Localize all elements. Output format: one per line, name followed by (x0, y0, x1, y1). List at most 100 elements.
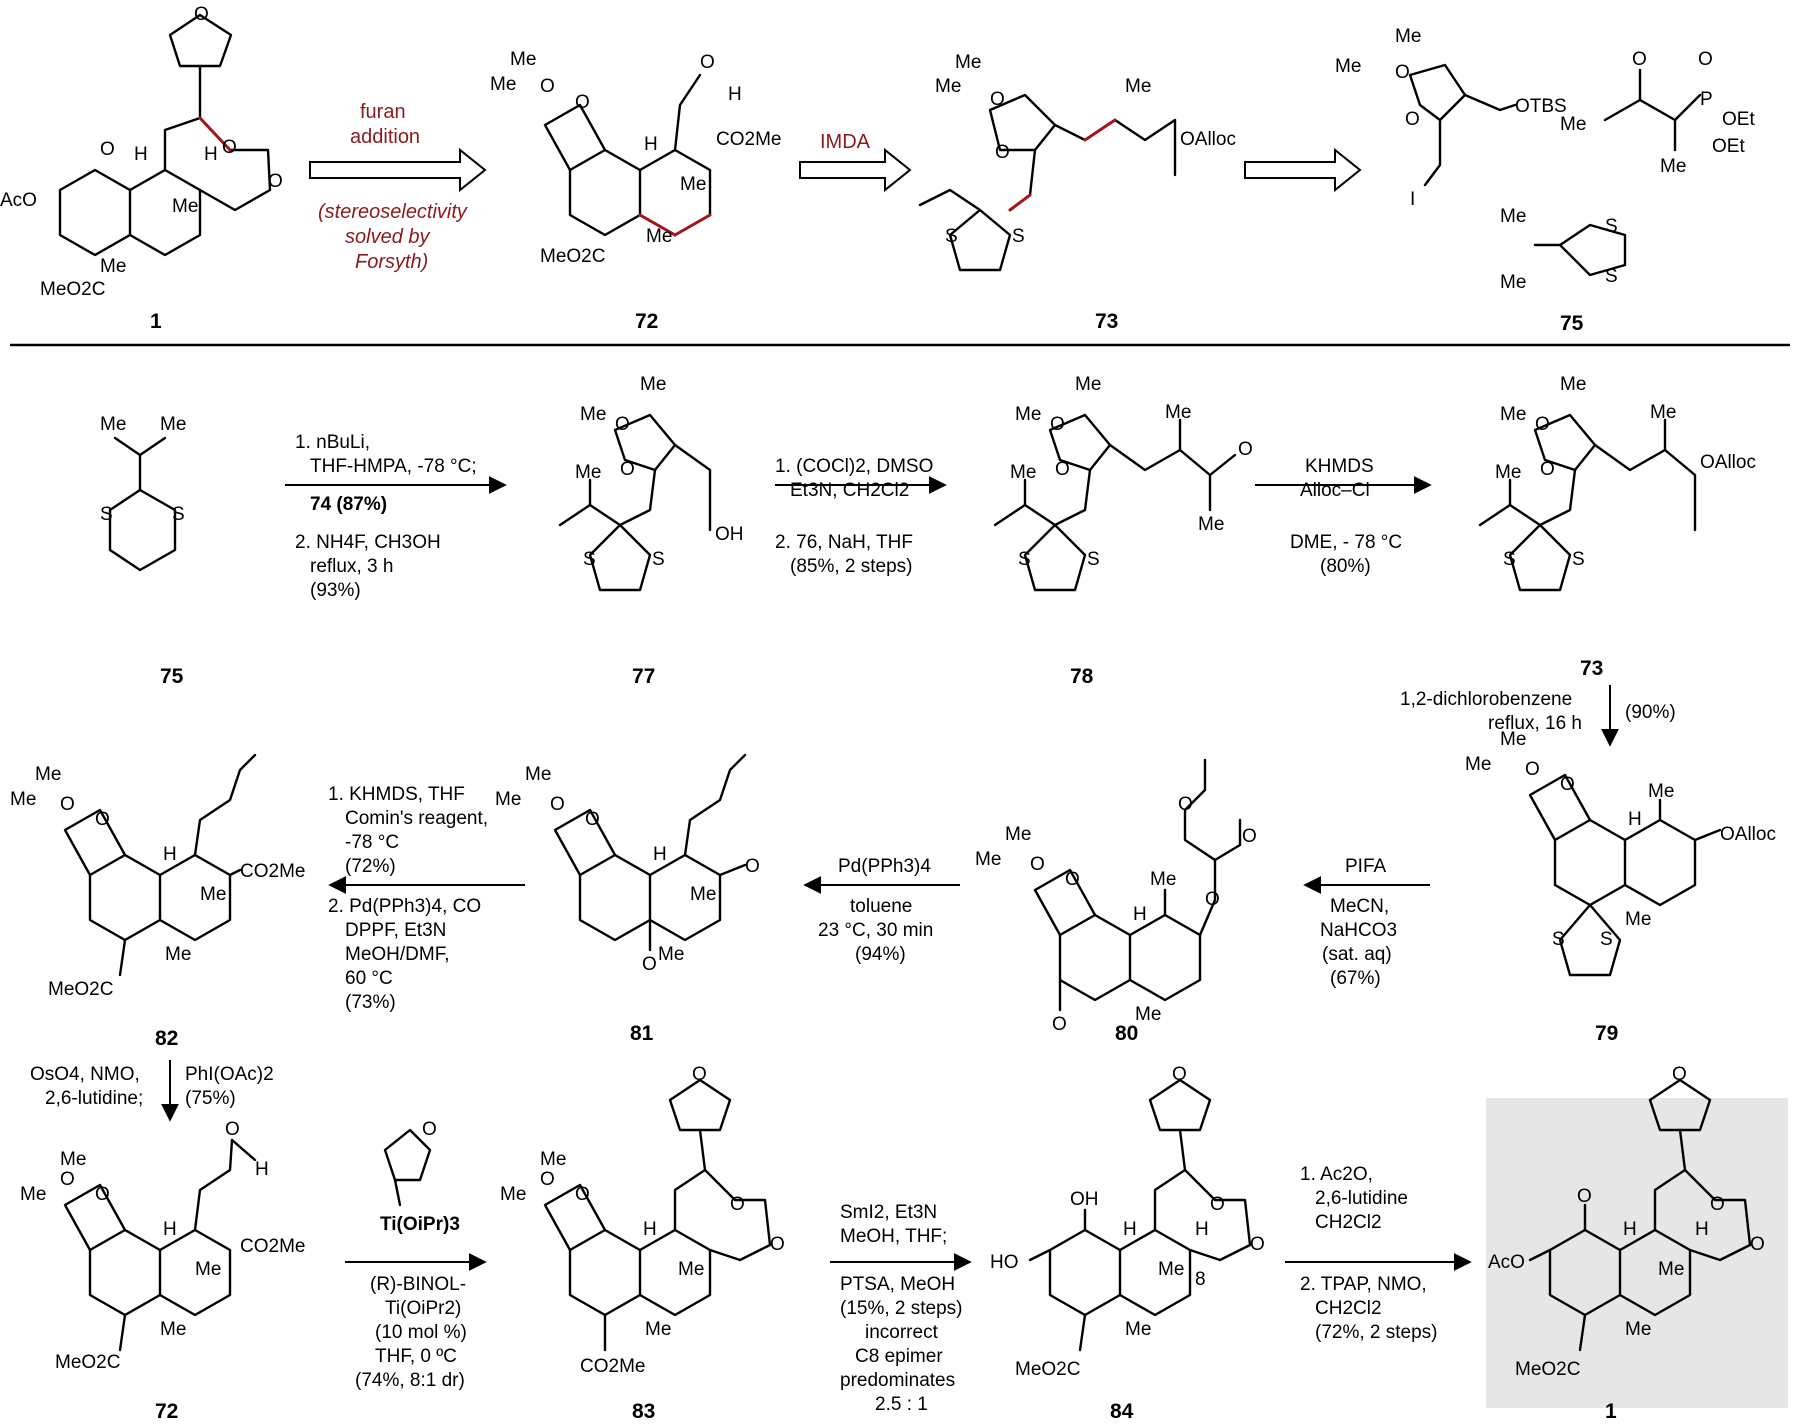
atom-label: O (995, 142, 1010, 163)
atom-label: CO2Me (716, 129, 781, 150)
condition-line: (72%) (345, 856, 396, 877)
condition-line: CH2Cl2 (1315, 1212, 1382, 1233)
atom-label: H (255, 1159, 269, 1180)
condition-line: THF, 0 ºC (375, 1346, 457, 1367)
compound-76: O Me Me P O OEt OEt (1560, 49, 1755, 177)
atom-label: H (1628, 809, 1642, 830)
atom-label: Me (100, 256, 126, 277)
atom-label: O (1632, 49, 1647, 70)
compound-73-retro: S S O O Me Me Me OAlloc 73 (918, 52, 1236, 333)
retro-note: Forsyth) (355, 251, 428, 273)
condition-line: MeOH, THF; (840, 1226, 947, 1247)
atom-label: O (585, 809, 600, 830)
condition-line: (72%, 2 steps) (1315, 1322, 1438, 1343)
atom-label: Me (500, 1184, 526, 1205)
atom-label: Me (935, 76, 961, 97)
compound-84: O OH HO O O H H Me 8 Me MeO2C 84 (990, 1064, 1265, 1423)
atom-label: MeO2C (1015, 1359, 1080, 1380)
condition-line: 23 °C, 30 min (818, 920, 933, 941)
compound-72-retro: O H O O Me Me H Me Me CO2Me MeO2C 72 (490, 49, 781, 333)
atom-label: CO2Me (240, 861, 305, 882)
compound-label: 83 (632, 1400, 655, 1423)
atom-label: O (1210, 1194, 1225, 1215)
atom-label: O (268, 171, 283, 192)
condition-line: MeCN, (1330, 896, 1389, 917)
atom-label: O (1577, 1186, 1592, 1207)
compound-label: 73 (1095, 310, 1118, 333)
compound-label: 75 (1560, 312, 1584, 335)
atom-label: O (1405, 109, 1420, 130)
atom-label: O (1395, 62, 1410, 83)
condition-line: incorrect (865, 1322, 939, 1343)
atom-label: O (422, 1119, 437, 1140)
atom-label: O (1238, 439, 1253, 460)
condition-line: PIFA (1345, 856, 1387, 877)
atom-label: Me (1005, 824, 1031, 845)
conditions-75-77: 1. nBuLi, THF-HMPA, -78 °C; . 74 (87%) 2… (295, 432, 477, 601)
atom-label: Me (1010, 462, 1036, 483)
atom-label: O (60, 1169, 75, 1190)
condition-line: (93%) (310, 580, 361, 601)
atom-label: H (134, 144, 148, 165)
atom-label: Me (495, 789, 521, 810)
atom-label: H (1695, 1219, 1709, 1240)
atom-label: Me (1560, 374, 1586, 395)
atom-label: O (194, 4, 209, 25)
atom-label: Me (645, 1319, 671, 1340)
atom-label: O (575, 1184, 590, 1205)
condition-line: 2.5 : 1 (875, 1394, 928, 1415)
compound-label: 72 (155, 1400, 178, 1423)
atom-label: Me (1075, 374, 1101, 395)
atom-label: O (575, 92, 590, 113)
atom-label: Me (690, 884, 716, 905)
condition-line: MeOH/DMF, (345, 944, 450, 965)
atom-label: H (204, 144, 218, 165)
atom-label: Me (1158, 1259, 1184, 1280)
compound-80: O O O Me Me Me H Me O O O 80 (975, 758, 1257, 1045)
atom-label: H (653, 844, 667, 865)
atom-label: O (1525, 759, 1540, 780)
atom-label: H (1123, 1219, 1137, 1240)
atom-label: AcO (0, 190, 37, 211)
atom-label: Me (678, 1259, 704, 1280)
atom-label: Me (160, 414, 186, 435)
compound-label: 79 (1595, 1022, 1618, 1045)
condition-line: -78 °C (345, 832, 399, 853)
condition-line: Pd(PPh3)4 (838, 856, 931, 877)
conditions-83-84: SmI2, Et3N MeOH, THF; PTSA, MeOH (15%, 2… (840, 1202, 963, 1415)
atom-label: Me (10, 789, 36, 810)
conditions-80-81: Pd(PPh3)4 toluene 23 °C, 30 min (94%) (818, 856, 933, 965)
compound-74: O O Me Me OTBS I (1335, 26, 1567, 210)
atom-label: MeO2C (48, 979, 113, 1000)
atom-label: Me (35, 764, 61, 785)
compound-label: 84 (1110, 1400, 1134, 1423)
retro-arrow-fragments (1244, 147, 1362, 193)
atom-label: P (1700, 89, 1713, 110)
condition-line: THF-HMPA, -78 °C; (310, 456, 477, 477)
atom-label: Me (658, 944, 684, 965)
atom-label: O (692, 1064, 707, 1085)
atom-label: S (1605, 216, 1618, 237)
retro-note: (stereoselectivity (318, 201, 468, 223)
atom-label: O (1698, 49, 1713, 70)
atom-label: O (1172, 1064, 1187, 1085)
atom-label: S (172, 504, 185, 525)
atom-label: S (100, 504, 113, 525)
condition-line: predominates (840, 1370, 955, 1391)
atom-label: O (770, 1234, 785, 1255)
atom-label: O (1560, 774, 1575, 795)
condition-line: CH2Cl2 (1315, 1298, 1382, 1319)
atom-label: OEt (1712, 136, 1745, 157)
condition-line: (90%) (1625, 702, 1676, 723)
atom-label: CO2Me (240, 1236, 305, 1257)
condition-line: NaHCO3 (1320, 920, 1397, 941)
atom-label: Me (1500, 272, 1526, 293)
condition-line: 2,6-lutidine; (45, 1088, 143, 1109)
atom-label: OH (1070, 1189, 1099, 1210)
condition-line: 74 (87%) (310, 494, 387, 515)
atom-label: AcO (1488, 1252, 1525, 1273)
compound-75-retro: S S Me Me 75 (1500, 206, 1627, 335)
compound-label: 72 (635, 310, 658, 333)
compound-77: S S O O Me Me Me OH 77 (558, 374, 744, 688)
atom-label: Me (1650, 402, 1676, 423)
